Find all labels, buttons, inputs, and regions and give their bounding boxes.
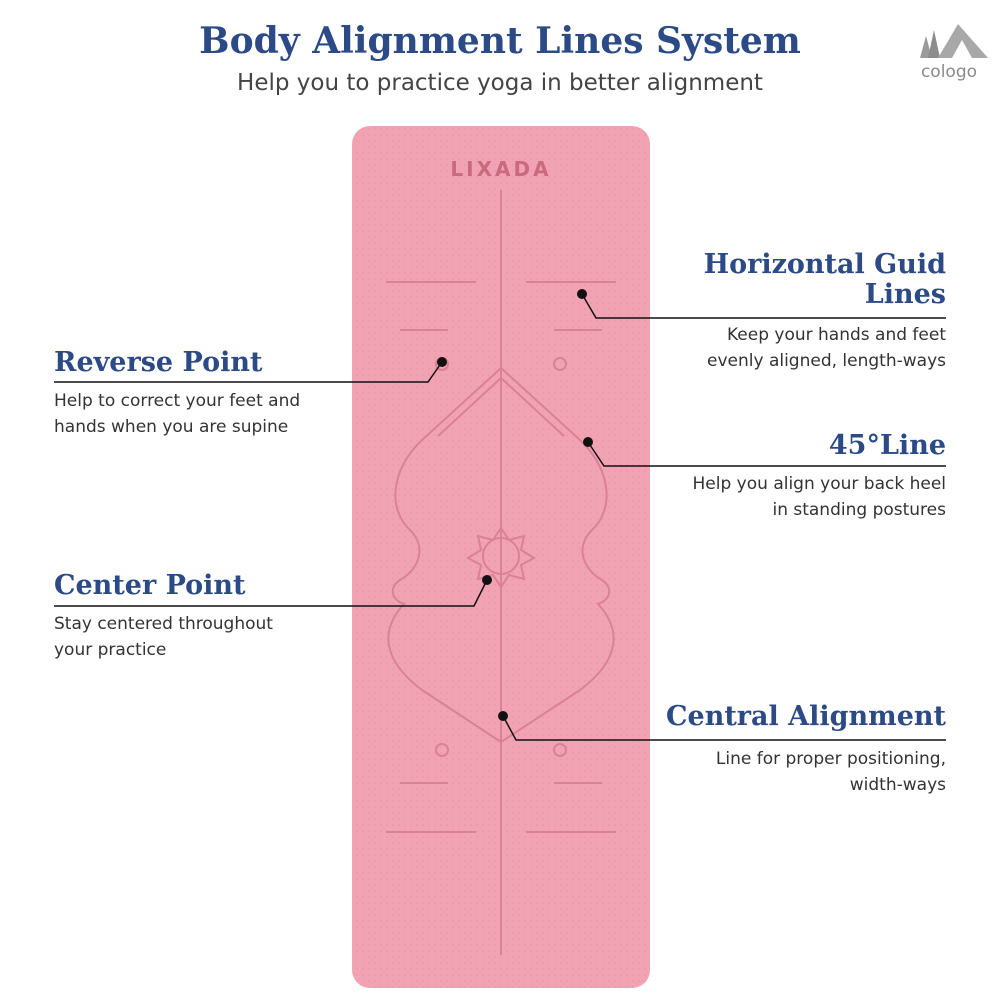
reverse-point-dot [437, 357, 447, 367]
page-subtitle: Help you to practice yoga in better alig… [237, 70, 763, 96]
mandala-outer [465, 526, 537, 589]
central-alignment-desc-2: width-ways [849, 775, 946, 795]
45-degree-outline [387, 366, 615, 744]
reverse-point-circle [435, 743, 449, 757]
45-line-desc-2: in standing postures [772, 500, 946, 520]
alignment-lines [386, 190, 616, 955]
page-title: Body Alignment Lines System [199, 20, 801, 62]
reverse-point-desc-1: Help to correct your feet and [54, 391, 301, 411]
45-degree-line [500, 377, 565, 437]
brand-logo: cologo [906, 22, 992, 86]
central-alignment-heading: Central Alignment [666, 701, 946, 732]
horizontal-guide-heading-1: Horizontal Guid [703, 249, 946, 280]
reverse-point-desc-2: hands when you are supine [54, 417, 289, 437]
central-alignment-dot [498, 711, 508, 721]
45-line-dot [583, 437, 593, 447]
45-line-heading: 45°Line [828, 430, 946, 461]
mandala-inner [482, 537, 520, 575]
reverse-point-circle [553, 743, 567, 757]
horizontal-guide-desc-2: evenly aligned, length-ways [707, 351, 946, 371]
center-point-desc-1: Stay centered throughout [54, 614, 273, 634]
callout-dots [437, 289, 593, 721]
mat-brand-logo: LIXADA [450, 157, 551, 181]
logo-text: cologo [920, 62, 978, 82]
trees-tent-icon [920, 24, 988, 58]
reverse-point-circle [553, 357, 567, 371]
45-degree-line [437, 377, 502, 437]
center-point-desc-2: your practice [54, 640, 167, 660]
callout-lines [54, 293, 946, 741]
center-point-dot [482, 575, 492, 585]
45-line-desc-1: Help you align your back heel [692, 474, 946, 494]
center-point-heading: Center Point [54, 570, 246, 601]
horizontal-guide-dot [577, 289, 587, 299]
horizontal-guide-desc-1: Keep your hands and feet [726, 325, 946, 345]
reverse-point-heading: Reverse Point [54, 347, 263, 378]
horizontal-guide-heading-2: Lines [864, 279, 946, 310]
central-alignment-desc-1: Line for proper positioning, [715, 749, 946, 769]
